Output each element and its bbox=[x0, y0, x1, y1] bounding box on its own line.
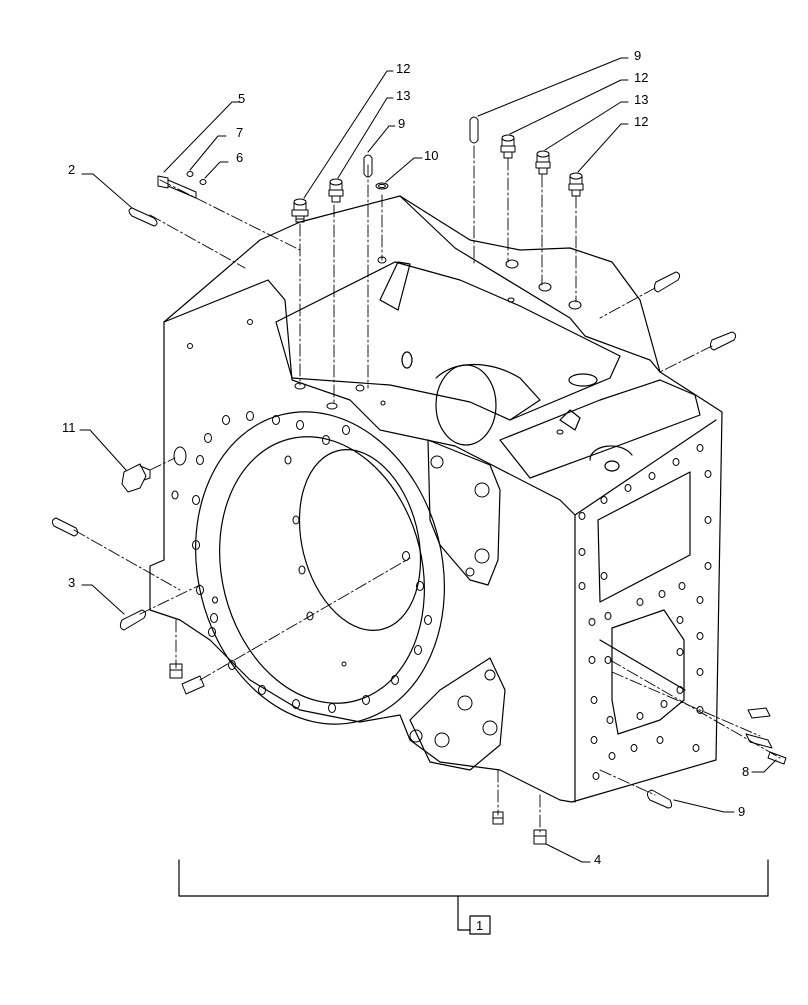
fitting-12-top-icon bbox=[500, 134, 516, 159]
right-face-holes bbox=[578, 444, 712, 780]
pin-8-lower-icon bbox=[745, 733, 787, 765]
callout-labels: 2 5 7 6 12 13 9 10 9 12 13 12 11 3 4 8 9… bbox=[62, 48, 749, 933]
callout-9-bottom: 9 bbox=[738, 804, 745, 819]
plug-bottom-icon bbox=[492, 811, 504, 825]
callout-8: 8 bbox=[742, 764, 749, 779]
callout-11: 11 bbox=[62, 420, 76, 435]
assembly-ref-label: 1 bbox=[476, 918, 483, 933]
pin-9-top-icon bbox=[363, 154, 373, 178]
callout-leaders bbox=[79, 57, 777, 863]
assembly-bracket bbox=[178, 859, 769, 935]
callout-3: 3 bbox=[68, 575, 75, 590]
callout-9-top: 9 bbox=[634, 48, 641, 63]
plug-lower-left-angled-icon bbox=[181, 675, 205, 695]
pin-3-icon bbox=[119, 609, 147, 631]
callout-9-mid: 9 bbox=[398, 116, 405, 131]
elbow-fitting-11-icon bbox=[121, 463, 151, 493]
bolt-5-icon bbox=[157, 171, 207, 199]
fitting-12-right-icon bbox=[568, 172, 584, 197]
transmission-housing bbox=[149, 195, 723, 803]
flange-holes bbox=[192, 411, 432, 713]
callout-12-right: 12 bbox=[634, 114, 648, 129]
pin-right-upper-icon bbox=[653, 271, 681, 293]
housing-holes bbox=[171, 256, 582, 748]
assembly-axes bbox=[73, 145, 781, 833]
callout-7: 7 bbox=[236, 125, 243, 140]
fittings bbox=[51, 116, 787, 845]
pin-9-top-right-icon bbox=[469, 116, 479, 144]
callout-4: 4 bbox=[594, 852, 601, 867]
fitting-13-right-icon bbox=[535, 150, 551, 175]
callout-13-right: 13 bbox=[634, 92, 648, 107]
callout-5: 5 bbox=[238, 91, 245, 106]
callout-13-left: 13 bbox=[396, 88, 410, 103]
pin-2-icon bbox=[128, 207, 158, 227]
assembly-ref-box bbox=[469, 915, 491, 935]
callout-12-left: 12 bbox=[396, 61, 410, 76]
fitting-12-left-icon bbox=[291, 198, 309, 223]
plug-lower-left-icon bbox=[169, 663, 183, 679]
pin-8-upper-icon bbox=[747, 707, 771, 719]
o-ring-10-icon bbox=[375, 182, 389, 190]
pin-9-bottom-icon bbox=[646, 789, 673, 809]
fitting-13-left-icon bbox=[328, 178, 344, 203]
pin-right-middle-icon bbox=[709, 331, 737, 351]
front-flange bbox=[195, 364, 497, 725]
callout-2: 2 bbox=[68, 162, 75, 177]
callout-12-top: 12 bbox=[634, 70, 648, 85]
pin-left-upper-icon bbox=[51, 517, 79, 537]
callout-10: 10 bbox=[424, 148, 438, 163]
callout-6: 6 bbox=[236, 150, 243, 165]
